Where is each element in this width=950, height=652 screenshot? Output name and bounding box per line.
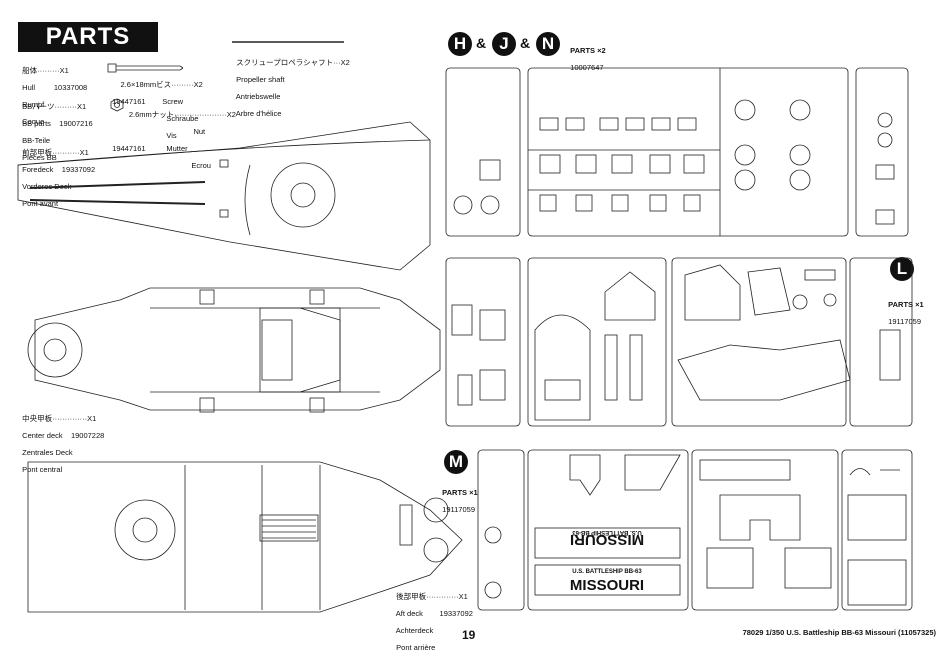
sprue-n-badge: N [536,32,560,56]
sprue-j-badge: J [492,32,516,56]
screw-label: 2.6×18mmビス·········X2 19447161 Screw Sch… [112,79,203,140]
sprue-hjn-label: PARTS ×2 10007647 [570,45,606,72]
parts-title: PARTS [18,22,158,52]
sprue-m-frame [477,449,913,611]
page-number: 19 [462,628,476,642]
nameplate-flipped-line1: U.S. BATTLESHIP BB-63 [572,529,642,535]
sprue-m-badge: M [444,450,468,474]
nameplate-flipped-name: MISSOURI [570,531,644,548]
product-footer: 78029 1/350 U.S. Battleship BB-63 Missou… [742,628,936,637]
bb-parts-label: BBパーツ·········X1 BB parts 19007216 BB-Te… [22,101,93,162]
sprue-l-badge: L [890,257,914,281]
sprue-m-label: PARTS ×1 19117059 [442,487,478,514]
amp-2: & [520,35,531,51]
sprue-hjn-frame [445,67,909,237]
shaft-label: スクリュープロペラシャフト···X2 Propeller shaft Antri… [235,57,350,118]
nameplate-line1: U.S. BATTLESHIP BB-63 [572,569,642,575]
sprue-l-frame [445,257,913,427]
nut-drawing [110,98,124,112]
screw-drawing [107,63,184,73]
sprue-h-badge: H [448,32,472,56]
nameplate-name: MISSOURI [570,577,644,594]
amp-1: & [476,35,487,51]
hull-label: 船体·········X1 Hull 10337008 Rumpf Coque [22,65,88,126]
nut-label: 2.6mmナット·····················X2 Nut 1944… [112,109,236,170]
sprue-l-label: PARTS ×1 19117059 [888,299,924,326]
aft-deck-drawing [27,461,463,613]
aft-deck-label: 後部甲板·············X1 Aft deck 19337092 Ac… [395,591,473,652]
center-deck-drawing [27,287,441,413]
foredeck-drawing [17,121,431,271]
center-deck-label: 中央甲板··············X1 Center deck 1900722… [22,413,105,474]
